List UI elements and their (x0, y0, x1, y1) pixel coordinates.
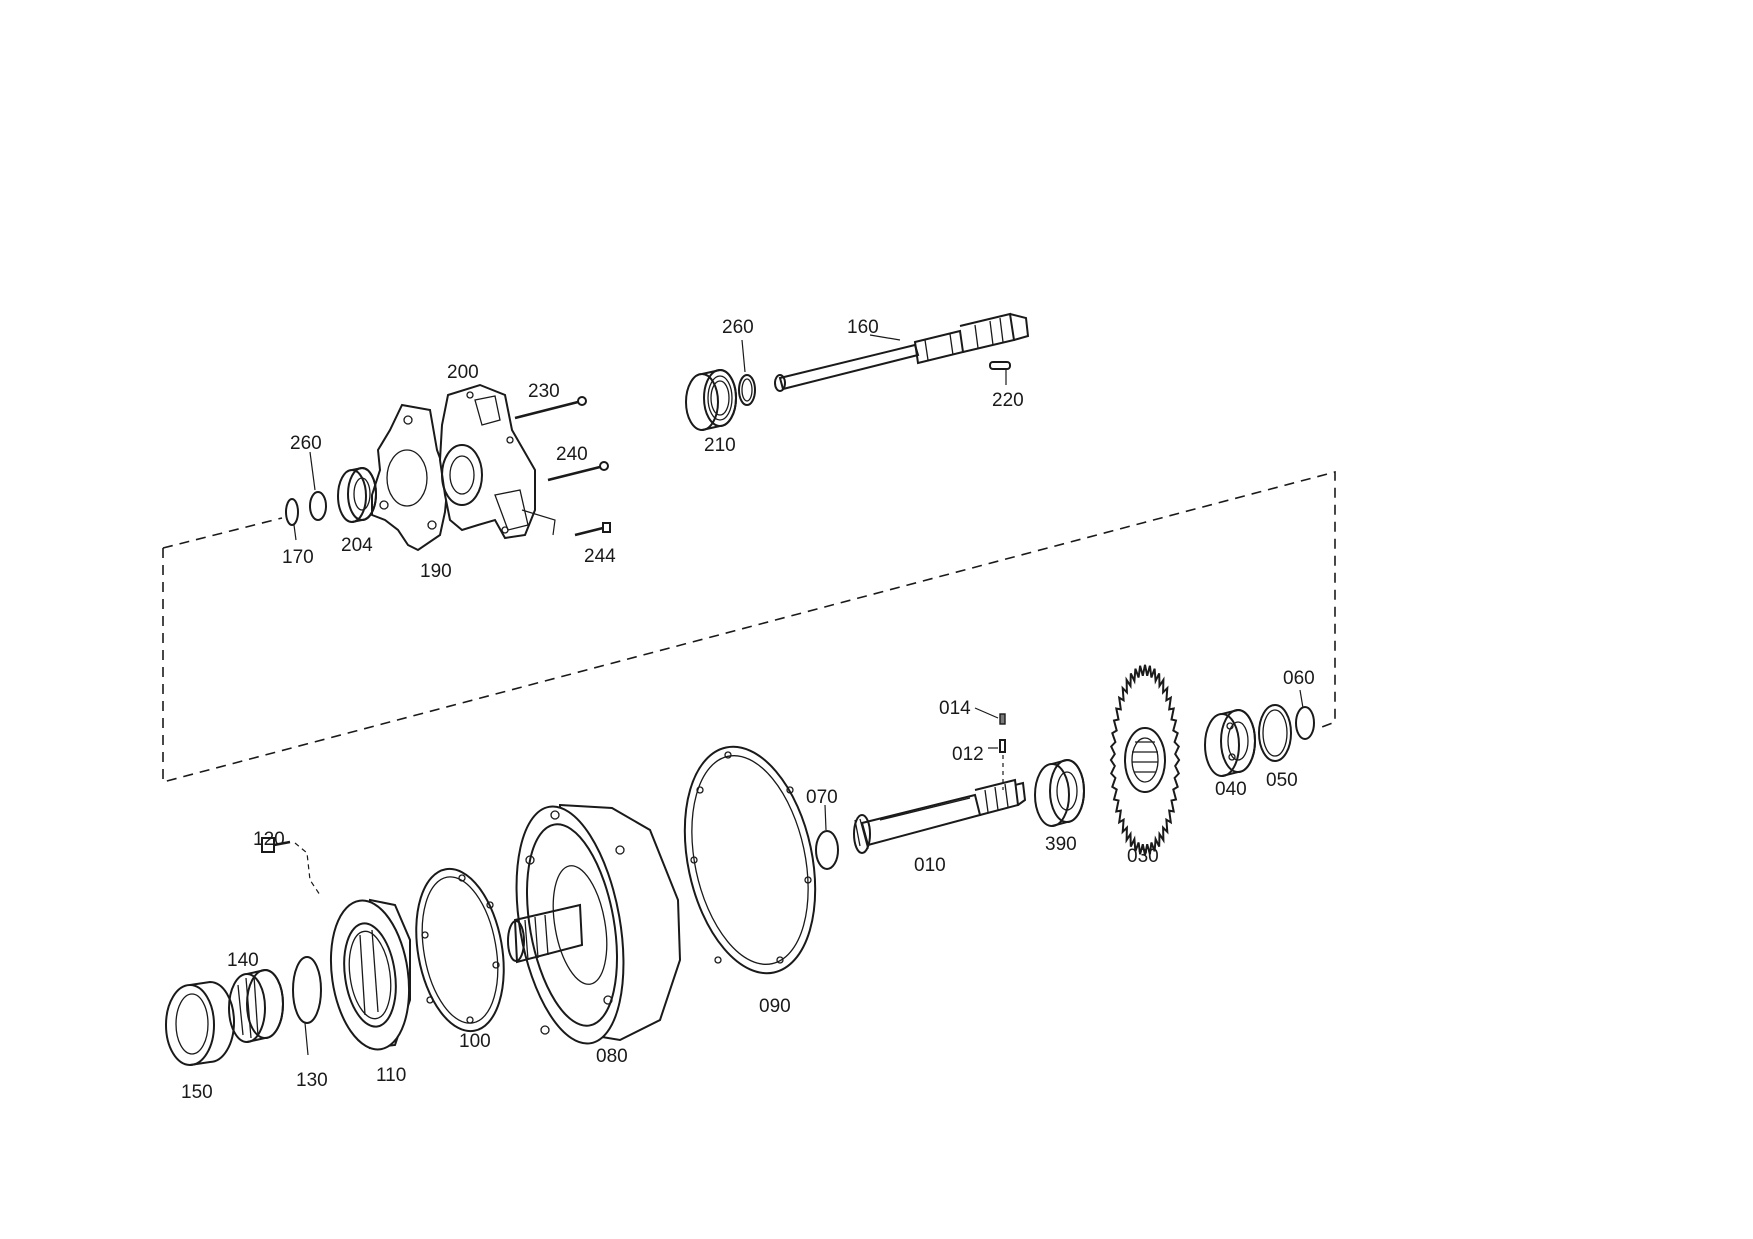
part-030-gear (1109, 664, 1181, 856)
label-210: 210 (704, 435, 736, 456)
label-040: 040 (1215, 779, 1247, 800)
part-140-bearing-cage (228, 968, 284, 1043)
label-130: 130 (296, 1070, 328, 1091)
label-240: 240 (556, 444, 588, 465)
label-220: 220 (992, 390, 1024, 411)
part-110-flange (329, 898, 411, 1051)
label-170: 170 (282, 547, 314, 568)
label-110: 110 (376, 1065, 406, 1086)
part-090-gasket (683, 745, 817, 975)
label-080: 080 (596, 1046, 628, 1067)
part-080-housing (507, 803, 682, 1045)
part-100-gasket (415, 867, 505, 1033)
label-204: 204 (341, 535, 373, 556)
label-050: 050 (1266, 770, 1298, 791)
label-230: 230 (528, 381, 560, 402)
label-190: 190 (420, 561, 452, 582)
part-070-o-ring (815, 804, 839, 870)
label-070: 070 (806, 787, 838, 808)
label-150: 150 (181, 1082, 213, 1103)
part-150-seal (165, 980, 235, 1066)
part-390-bearing (1034, 758, 1085, 827)
part-160-shaft (774, 312, 1030, 392)
part-240-bolt (547, 461, 609, 482)
label-244: 244 (584, 546, 616, 567)
part-204-bearing (337, 466, 377, 523)
part-220-key (989, 361, 1011, 385)
label-060: 060 (1283, 668, 1315, 689)
part-012-pin (988, 739, 1006, 790)
assembly-boundary-dashed (162, 470, 1336, 784)
part-014-pin (974, 707, 1006, 725)
label-120: 120 (253, 829, 285, 850)
part-230-bolt (514, 396, 587, 420)
part-170-circlip (285, 498, 299, 541)
part-050-spacer-ring (1258, 704, 1292, 762)
part-260-snap-ring-top (738, 339, 756, 406)
part-260-snap-ring-left (309, 451, 327, 521)
label-010: 010 (914, 855, 946, 876)
part-120-screw (261, 837, 321, 896)
label-012: 012 (952, 744, 984, 765)
part-130-snap-ring (292, 956, 322, 1056)
label-260-top: 260 (722, 317, 754, 338)
part-190-gasket (371, 403, 450, 552)
label-200: 200 (447, 362, 479, 383)
label-390: 390 (1045, 834, 1077, 855)
label-260-left: 260 (290, 433, 322, 454)
part-010-shaft (853, 778, 1027, 854)
label-090: 090 (759, 996, 791, 1017)
part-210-bearing (685, 368, 737, 431)
part-040-bearing (1204, 708, 1256, 777)
part-244-bolt (521, 509, 611, 537)
label-160: 160 (847, 317, 879, 338)
label-100: 100 (459, 1031, 491, 1052)
label-030: 030 (1127, 846, 1159, 867)
part-200-housing (438, 383, 536, 540)
label-140: 140 (227, 950, 259, 971)
label-014: 014 (939, 698, 971, 719)
part-labels: 160 260 220 210 200 230 240 244 260 170 … (181, 317, 1315, 1103)
part-060-circlip (1295, 689, 1315, 740)
